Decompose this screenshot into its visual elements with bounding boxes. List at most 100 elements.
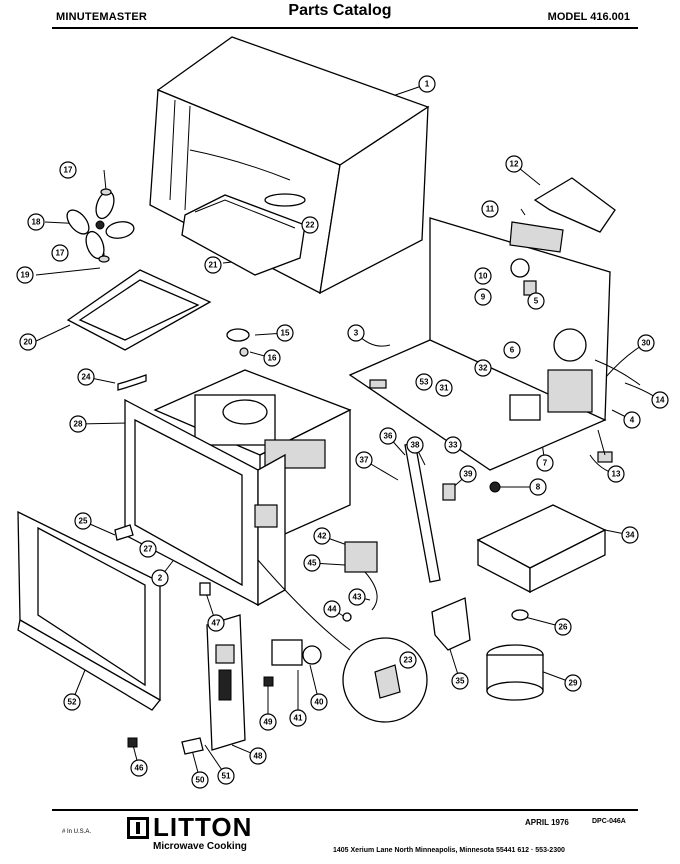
model-number: MODEL 416.001 — [547, 11, 630, 23]
callout-51: 51 — [217, 767, 235, 785]
callout-44: 44 — [323, 600, 341, 618]
svg-text:16: 16 — [268, 354, 277, 363]
callout-38: 38 — [406, 436, 424, 454]
power-wire — [594, 359, 641, 386]
timer-knob — [302, 645, 322, 665]
callout-19: 19 — [16, 266, 34, 284]
turntable-motor — [486, 644, 544, 701]
callout-37: 37 — [355, 451, 373, 469]
callout-39: 39 — [459, 465, 477, 483]
callout-25: 25 — [74, 512, 92, 530]
svg-text:31: 31 — [440, 384, 449, 393]
transformer — [547, 369, 593, 413]
callout-23: 23 — [399, 651, 417, 669]
timer — [271, 639, 303, 666]
callout-18: 18 — [27, 213, 45, 231]
svg-text:20: 20 — [24, 338, 33, 347]
interlock-switch — [442, 483, 456, 501]
callout-31: 31 — [435, 379, 453, 397]
callout-32: 32 — [474, 359, 492, 377]
svg-text:8: 8 — [536, 483, 541, 492]
stirrer-motor — [226, 328, 250, 342]
callout-42: 42 — [313, 527, 331, 545]
callout-36: 36 — [379, 427, 397, 445]
nut — [489, 481, 501, 493]
nameplate — [509, 221, 564, 253]
callout-11: 11 — [481, 200, 499, 218]
callout-35: 35 — [451, 672, 469, 690]
header: MINUTEMASTER Parts Catalog MODEL 416.001 — [0, 0, 680, 30]
svg-text:44: 44 — [328, 605, 337, 614]
svg-text:18: 18 — [32, 218, 41, 227]
callout-52: 52 — [63, 693, 81, 711]
svg-text:41: 41 — [294, 714, 303, 723]
callout-17-bottom: 17 — [51, 244, 69, 262]
document-number: DPC-046A — [592, 818, 626, 825]
svg-text:12: 12 — [510, 160, 519, 169]
callout-14: 14 — [651, 391, 669, 409]
svg-text:13: 13 — [612, 470, 621, 479]
top-bracket — [533, 177, 616, 233]
svg-text:51: 51 — [222, 772, 231, 781]
svg-text:47: 47 — [212, 619, 221, 628]
fan-nut-bottom — [98, 255, 110, 263]
svg-text:26: 26 — [559, 623, 568, 632]
svg-text:10: 10 — [479, 272, 488, 281]
callout-15: 15 — [276, 324, 294, 342]
svg-text:33: 33 — [449, 441, 458, 450]
callout-13: 13 — [607, 465, 625, 483]
door-latch — [114, 524, 134, 541]
callout-50: 50 — [191, 771, 209, 789]
svg-text:2: 2 — [158, 574, 163, 583]
svg-text:34: 34 — [626, 531, 635, 540]
svg-text:17: 17 — [56, 249, 65, 258]
callout-8: 8 — [529, 478, 547, 496]
svg-text:6: 6 — [510, 346, 515, 355]
callout-12: 12 — [505, 155, 523, 173]
svg-text:32: 32 — [479, 364, 488, 373]
callout-2: 2 — [151, 569, 169, 587]
cavity-bottom-panel — [181, 194, 306, 276]
callout-7: 7 — [536, 454, 554, 472]
washer — [511, 609, 529, 621]
svg-text:49: 49 — [264, 718, 273, 727]
motor-bracket — [431, 597, 471, 651]
detail-part — [374, 664, 401, 699]
rectifier — [509, 394, 541, 421]
svg-text:23: 23 — [404, 656, 413, 665]
svg-text:9: 9 — [481, 293, 486, 302]
svg-text:40: 40 — [315, 698, 324, 707]
brand-name: MINUTEMASTER — [56, 11, 148, 23]
callout-16: 16 — [263, 349, 281, 367]
callout-28: 28 — [69, 415, 87, 433]
relay-board — [344, 541, 378, 573]
svg-text:42: 42 — [318, 532, 327, 541]
front-frame — [124, 398, 286, 607]
callout-53: 53 — [415, 373, 433, 391]
svg-text:28: 28 — [74, 420, 83, 429]
stirrer-nut — [239, 347, 249, 357]
stirrer-inner — [78, 279, 200, 341]
callout-40: 40 — [310, 693, 328, 711]
svg-text:19: 19 — [21, 271, 30, 280]
callout-10: 10 — [474, 267, 492, 285]
svg-text:53: 53 — [420, 378, 429, 387]
svg-text:22: 22 — [306, 221, 315, 230]
fuse-clip — [342, 612, 352, 622]
svg-text:4: 4 — [630, 416, 635, 425]
svg-text:38: 38 — [411, 441, 420, 450]
svg-text:29: 29 — [569, 679, 578, 688]
svg-text:15: 15 — [281, 329, 290, 338]
svg-text:52: 52 — [68, 698, 77, 707]
header-rule — [52, 27, 638, 29]
svg-text:36: 36 — [384, 432, 393, 441]
svg-text:14: 14 — [656, 396, 665, 405]
svg-text:35: 35 — [456, 677, 465, 686]
cabinet-screw-strip — [264, 193, 306, 207]
svg-text:30: 30 — [642, 339, 651, 348]
callout-9: 9 — [474, 288, 492, 306]
made-in-label: # In U.S.A. — [62, 829, 92, 835]
callout-49: 49 — [259, 713, 277, 731]
callout-47: 47 — [207, 614, 225, 632]
